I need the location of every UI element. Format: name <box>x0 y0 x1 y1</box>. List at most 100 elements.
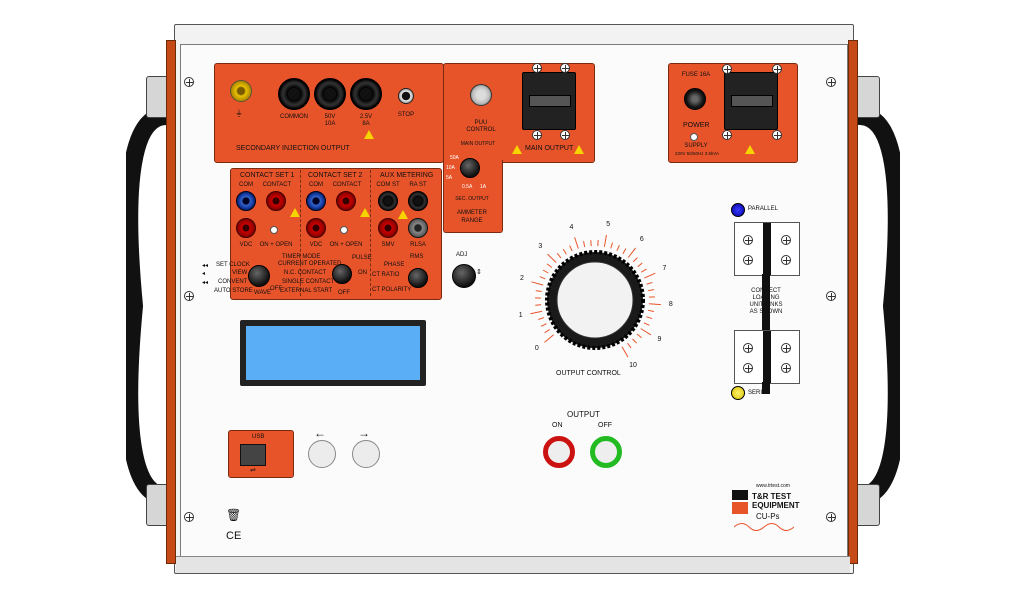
dial-tick <box>562 248 567 255</box>
breaker-screw-icon <box>560 130 570 140</box>
right-handle[interactable] <box>838 96 906 516</box>
cs1-vdc-label: VDC <box>239 242 253 248</box>
left-handle-grip[interactable] <box>120 96 188 516</box>
adj-knob[interactable] <box>452 264 476 288</box>
right-arrow-button[interactable] <box>352 440 380 468</box>
earth-terminal[interactable] <box>230 80 252 102</box>
cs1-vdc-socket[interactable] <box>236 218 256 238</box>
selector-off: OFF <box>270 286 282 292</box>
series-label: SERIES <box>748 390 771 396</box>
usb-label: USB <box>252 434 265 440</box>
breaker-screw-icon <box>532 130 542 140</box>
warning-icon <box>574 145 584 154</box>
breaker-screw-icon <box>772 130 782 140</box>
phase-knob[interactable] <box>408 268 428 288</box>
cs1-com-socket[interactable] <box>236 191 256 211</box>
panel-screw-icon <box>826 291 836 301</box>
socket-50v[interactable] <box>314 78 346 110</box>
ct-polarity-label: CT POLARITY <box>372 287 412 293</box>
fuse-holder[interactable] <box>684 88 706 110</box>
dial-number: 3 <box>538 243 543 251</box>
breaker-toggle[interactable] <box>529 95 571 107</box>
panel-screw-icon <box>184 512 194 522</box>
main-output-breaker[interactable] <box>522 72 576 130</box>
main-output-small-label: MAIN OUTPUT <box>460 141 496 147</box>
aux-smv-socket[interactable] <box>378 218 398 238</box>
aux-com-socket[interactable] <box>378 191 398 211</box>
output-off-button[interactable] <box>590 436 622 468</box>
dial-tick <box>637 262 643 268</box>
dial-tick <box>616 244 620 251</box>
dial-tick <box>636 333 642 339</box>
output-on-button[interactable] <box>543 436 575 468</box>
dial-tick <box>610 242 614 249</box>
aux-rlsa-socket[interactable] <box>408 218 428 238</box>
cs2-contact-socket[interactable] <box>336 191 356 211</box>
display-selector-knob[interactable] <box>248 265 270 287</box>
common-socket[interactable] <box>278 78 310 110</box>
brand-name-2: EQUIPMENT <box>752 501 800 510</box>
dial-tick <box>627 247 637 258</box>
cs2-com-label: COM <box>309 182 323 188</box>
power-breaker[interactable] <box>724 72 778 130</box>
panel-screw-icon <box>826 512 836 522</box>
link-bar[interactable] <box>763 223 771 275</box>
dial-tick <box>538 317 545 321</box>
cs2-contact-label: CONTACT <box>332 182 362 188</box>
power-breaker-toggle[interactable] <box>731 95 773 107</box>
link-screw-icon <box>781 343 791 353</box>
link-screw-icon <box>743 235 753 245</box>
link-bar[interactable] <box>763 331 771 383</box>
dial-number: 7 <box>662 265 667 273</box>
weee-bin-icon: 🗑 <box>226 508 242 522</box>
panel-screw-icon <box>826 77 836 87</box>
puu-control-connector[interactable] <box>470 84 492 106</box>
breaker-screw-icon <box>722 64 732 74</box>
timer-mode-label: TIMER MODE <box>282 254 321 260</box>
timer-mode-knob[interactable] <box>332 264 352 284</box>
contact-set-1-title: CONTACT SET 1 <box>240 172 295 179</box>
dial-tick <box>644 272 656 279</box>
dial-number: 2 <box>519 275 524 283</box>
cs2-vdc-label: VDC <box>309 242 323 248</box>
aux-com-label: COM ST <box>376 182 400 188</box>
output-control-dial[interactable] <box>520 225 670 375</box>
panel-screw-icon <box>184 77 194 87</box>
ammeter-range-knob[interactable] <box>460 158 480 178</box>
right-handle-grip[interactable] <box>838 96 906 516</box>
brand-model: CU-Ps <box>756 512 780 521</box>
stop-socket[interactable] <box>398 88 414 104</box>
links-note-1: CONNECT <box>751 288 781 294</box>
rms-label: RMS <box>410 254 424 260</box>
cs1-contact-socket[interactable] <box>266 191 286 211</box>
links-block-top[interactable] <box>734 222 800 276</box>
output-title: OUTPUT <box>567 410 600 419</box>
output-on-label: ON <box>552 422 563 429</box>
link-screw-icon <box>781 255 791 265</box>
links-block-bottom[interactable] <box>734 330 800 384</box>
socket-2-5v[interactable] <box>350 78 382 110</box>
cs2-com-socket[interactable] <box>306 191 326 211</box>
timer-single-contact: SINGLE CONTACT <box>282 279 335 285</box>
links-note-3: UNIT LINKS <box>749 302 783 308</box>
usb-port[interactable] <box>240 444 266 466</box>
usb-icon: ⇌ <box>250 467 256 474</box>
ce-mark: CE <box>226 530 242 542</box>
left-arrow-button[interactable] <box>308 440 336 468</box>
right-side-rail <box>848 40 858 564</box>
dial-graphic[interactable] <box>520 225 670 375</box>
right-arrow-icon: → <box>358 426 370 440</box>
cs2-vdc-socket[interactable] <box>306 218 326 238</box>
socket-50v-sub: 10A <box>324 121 336 127</box>
left-handle[interactable] <box>120 96 188 516</box>
earth-icon: ⏚ <box>235 109 243 118</box>
lcd-screen <box>246 326 420 380</box>
selector-set-clock: SET CLOCK <box>216 262 250 268</box>
dial-tick <box>535 304 542 306</box>
power-indicator-lamp <box>690 133 698 141</box>
range-step-4: 1A <box>480 184 487 190</box>
dial-tick <box>648 303 661 306</box>
breaker-screw-icon <box>532 63 542 73</box>
breaker-screw-icon <box>772 64 782 74</box>
aux-ra-socket[interactable] <box>408 191 428 211</box>
